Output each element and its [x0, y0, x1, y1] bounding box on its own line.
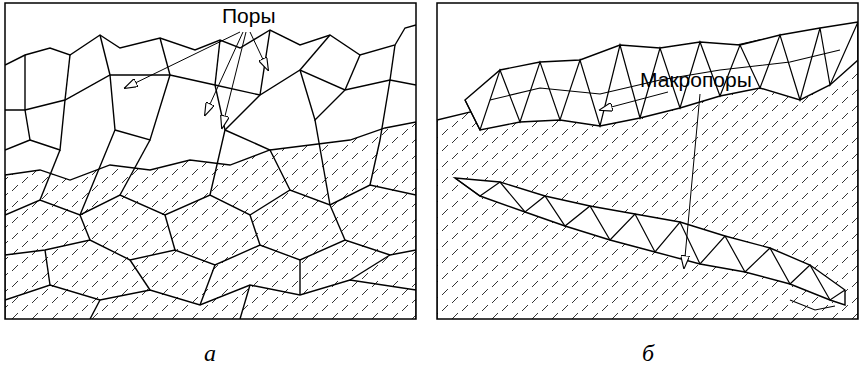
macropore-wall: [455, 178, 845, 300]
macropore-lower: [455, 178, 845, 305]
grain-network: [5, 25, 416, 319]
panel-a-frame: [5, 3, 416, 319]
pore-label: Поры: [222, 4, 276, 27]
macropore-upper: [465, 22, 858, 130]
pore-label: Макропоры: [640, 68, 752, 91]
macropore-wall: [465, 22, 858, 130]
panel-a: [5, 25, 416, 319]
crack: [790, 300, 835, 310]
hatched-solid: [5, 122, 416, 319]
panel-letter: а: [204, 340, 216, 366]
leader-arrows: [125, 32, 700, 268]
panel-b-frame: [437, 3, 858, 319]
panel-b: [437, 22, 858, 319]
panel-letter: б: [642, 340, 654, 366]
